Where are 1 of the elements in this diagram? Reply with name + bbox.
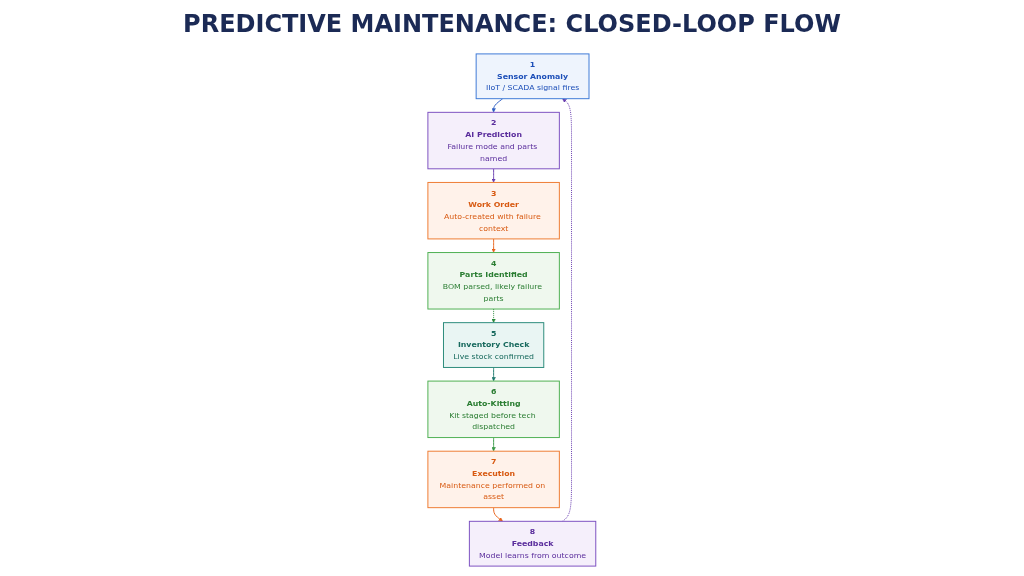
diagram-title: PREDICTIVE MAINTENANCE: CLOSED-LOOP FLOW: [182, 10, 842, 38]
